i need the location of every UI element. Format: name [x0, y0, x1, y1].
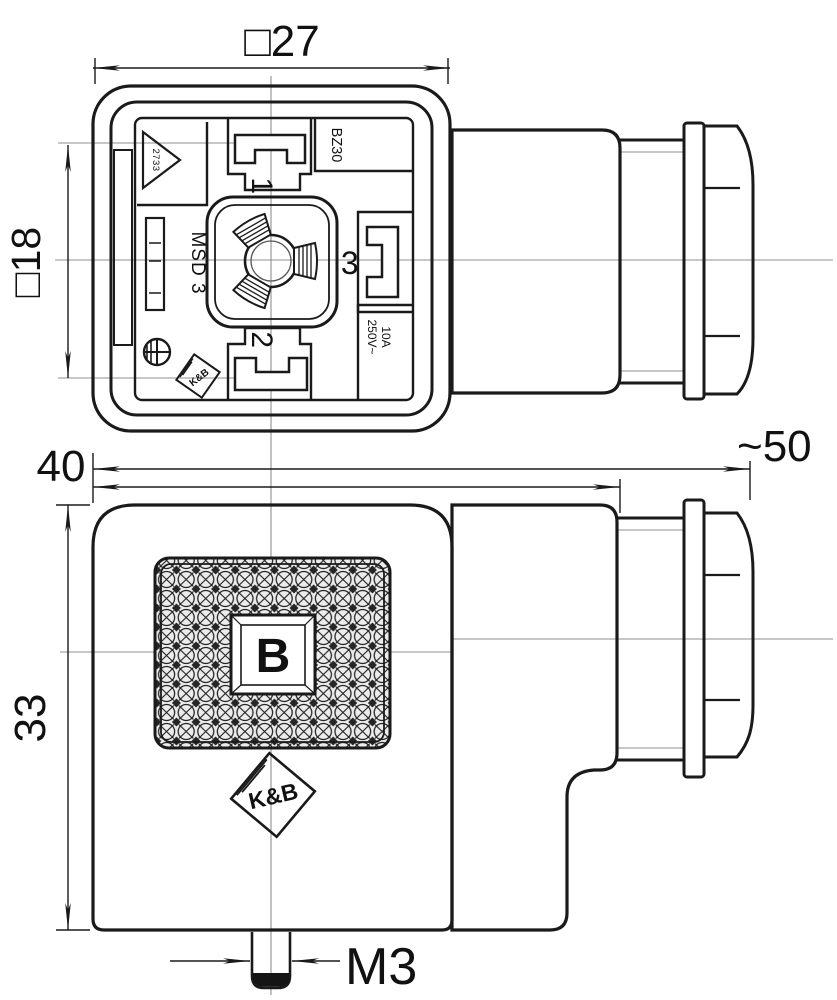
- pin2-label: 2: [245, 331, 278, 348]
- dim-33-label: 33: [6, 694, 55, 743]
- m3-screw-tip: [252, 973, 290, 987]
- gland-nut-facets: [704, 186, 740, 338]
- top-view-flange: [109, 100, 434, 417]
- m3-thread-label: M3: [345, 938, 417, 996]
- side-gland-nut-facets: [704, 573, 740, 702]
- kb-diamond-large-icon: [229, 751, 317, 839]
- side-gland-neck: [617, 516, 684, 762]
- ground-symbol-icon: [142, 337, 172, 367]
- kb-logo-small-text: K&B: [188, 367, 212, 389]
- kb-logo-large: K&B: [229, 751, 317, 839]
- pin1-label: 1: [245, 177, 278, 194]
- side-body: [450, 503, 619, 932]
- front-view: B K&B: [91, 503, 454, 990]
- center-letter-plate: B: [229, 613, 317, 696]
- gland-nut: [702, 124, 755, 396]
- face-recesses: [137, 119, 413, 399]
- dimension-lines: [56, 58, 751, 964]
- gland-flange: [682, 121, 706, 401]
- rating-current-label: 10A: [379, 326, 393, 347]
- contact-3: [365, 225, 400, 299]
- gland-neck: [620, 138, 684, 385]
- top-view: 2733 K&B: [91, 84, 452, 433]
- central-screw: [205, 195, 339, 329]
- side-view-bottom: [450, 498, 755, 932]
- dim-18-label: □18: [3, 227, 49, 297]
- dim-50-label: ~50: [737, 422, 812, 471]
- centerlines: [55, 76, 833, 995]
- triangle-icon: [141, 129, 182, 191]
- contact-2: [233, 356, 309, 392]
- dim-40-label: 40: [37, 442, 86, 491]
- triangle-mark: 2733: [141, 129, 182, 191]
- triangle-marking-text: 2733: [150, 148, 161, 171]
- series-label: MSD 3: [187, 231, 208, 294]
- m3-screw: [250, 932, 292, 990]
- kb-logo-large-text: K&B: [246, 778, 300, 815]
- pin3-label: 3: [341, 245, 359, 281]
- m3-screw-shaft: [250, 932, 292, 990]
- knurl-panel-inner-border: [160, 563, 385, 743]
- side-latch: [113, 149, 133, 346]
- contact-1: [233, 133, 307, 165]
- kb-logo-small: K&B: [174, 352, 222, 400]
- top-view-texts: 1 2 3 BZ30 MSD 3 10A 250V~: [187, 128, 393, 355]
- dim-27-label: □27: [244, 17, 320, 66]
- gland-body: [450, 128, 622, 395]
- side-gland-nut: [702, 511, 755, 759]
- kb-diamond-icon: [174, 352, 222, 400]
- center-letter: B: [256, 630, 291, 683]
- dimension-texts: □27 □18 40 ~50 33 M3: [3, 17, 812, 996]
- rating-voltage-label: 250V~: [365, 319, 379, 354]
- side-view-top: [450, 121, 755, 401]
- label-slot: [144, 216, 166, 312]
- type-code-label: BZ30: [328, 128, 344, 163]
- contacts: [233, 133, 400, 392]
- top-view-face-plate: [133, 116, 415, 402]
- top-view-outer-body: [91, 84, 452, 433]
